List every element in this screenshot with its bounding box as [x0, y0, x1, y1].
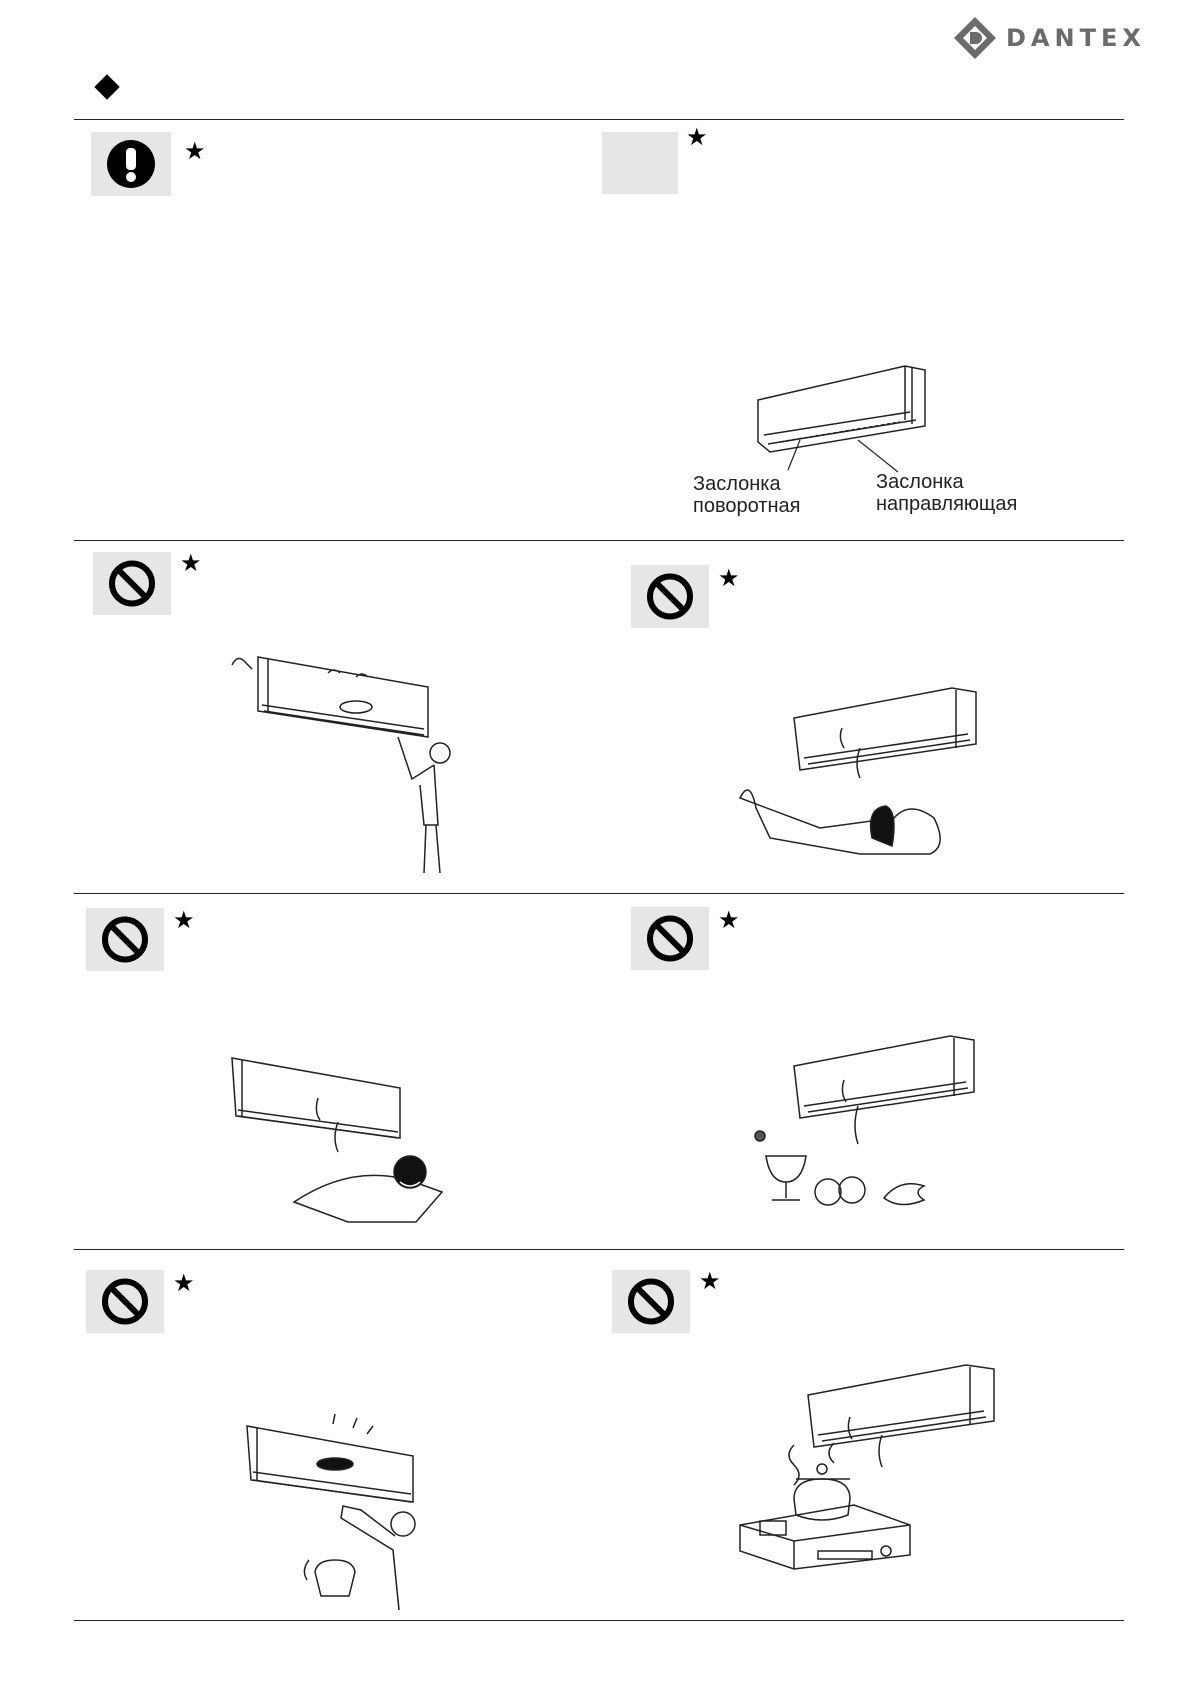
star-icon: ★ — [173, 1270, 195, 1297]
divider — [74, 540, 1124, 541]
brand-logo-mark — [954, 17, 996, 59]
star-icon: ★ — [686, 124, 708, 151]
divider — [74, 1620, 1124, 1621]
divider — [74, 893, 1124, 894]
guide-flap-label-line2: направляющая — [876, 493, 1018, 515]
rotary-flap-label-line1: Заслонка — [693, 473, 781, 495]
prohibited-badge — [612, 1270, 690, 1333]
exclamation-icon — [107, 140, 155, 188]
ac-over-sleeping-person-illustration — [228, 1052, 448, 1232]
brand-name: DANTEX — [1006, 24, 1146, 52]
prohibited-badge — [631, 565, 709, 628]
prohibition-icon — [647, 573, 693, 620]
star-icon: ★ — [718, 907, 740, 934]
star-icon: ★ — [699, 1268, 721, 1295]
empty-badge — [602, 132, 678, 194]
star-icon: ★ — [180, 550, 202, 577]
guide-flap-label-line1: Заслонка — [876, 471, 964, 493]
diamond-icon — [94, 74, 120, 100]
prohibited-badge — [93, 552, 171, 615]
prohibited-badge — [86, 908, 164, 971]
star-icon: ★ — [718, 565, 740, 592]
ac-over-dog-illustration — [730, 678, 980, 863]
prohibition-icon — [628, 1278, 674, 1325]
ac-over-stove-illustration — [734, 1355, 998, 1570]
prohibition-icon — [647, 915, 693, 962]
flap-pointer-lines — [787, 439, 899, 473]
ac-unit-flaps-illustration — [740, 360, 940, 460]
divider — [74, 119, 1124, 120]
person-wiping-ac-with-water-illustration — [243, 1410, 428, 1610]
prohibition-icon — [102, 916, 148, 963]
prohibition-icon — [109, 560, 155, 607]
brand-logo: DANTEX — [952, 12, 1172, 64]
ac-over-food-illustration — [748, 1026, 980, 1216]
divider — [74, 1249, 1124, 1250]
mandatory-badge — [91, 132, 171, 196]
rotary-flap-label-line2: поворотная — [693, 495, 801, 517]
prohibition-icon — [102, 1278, 148, 1325]
star-icon: ★ — [184, 138, 206, 165]
prohibited-badge — [86, 1270, 164, 1333]
star-icon: ★ — [173, 907, 195, 934]
person-touching-ac-illustration — [228, 645, 458, 875]
prohibited-badge — [631, 907, 709, 970]
